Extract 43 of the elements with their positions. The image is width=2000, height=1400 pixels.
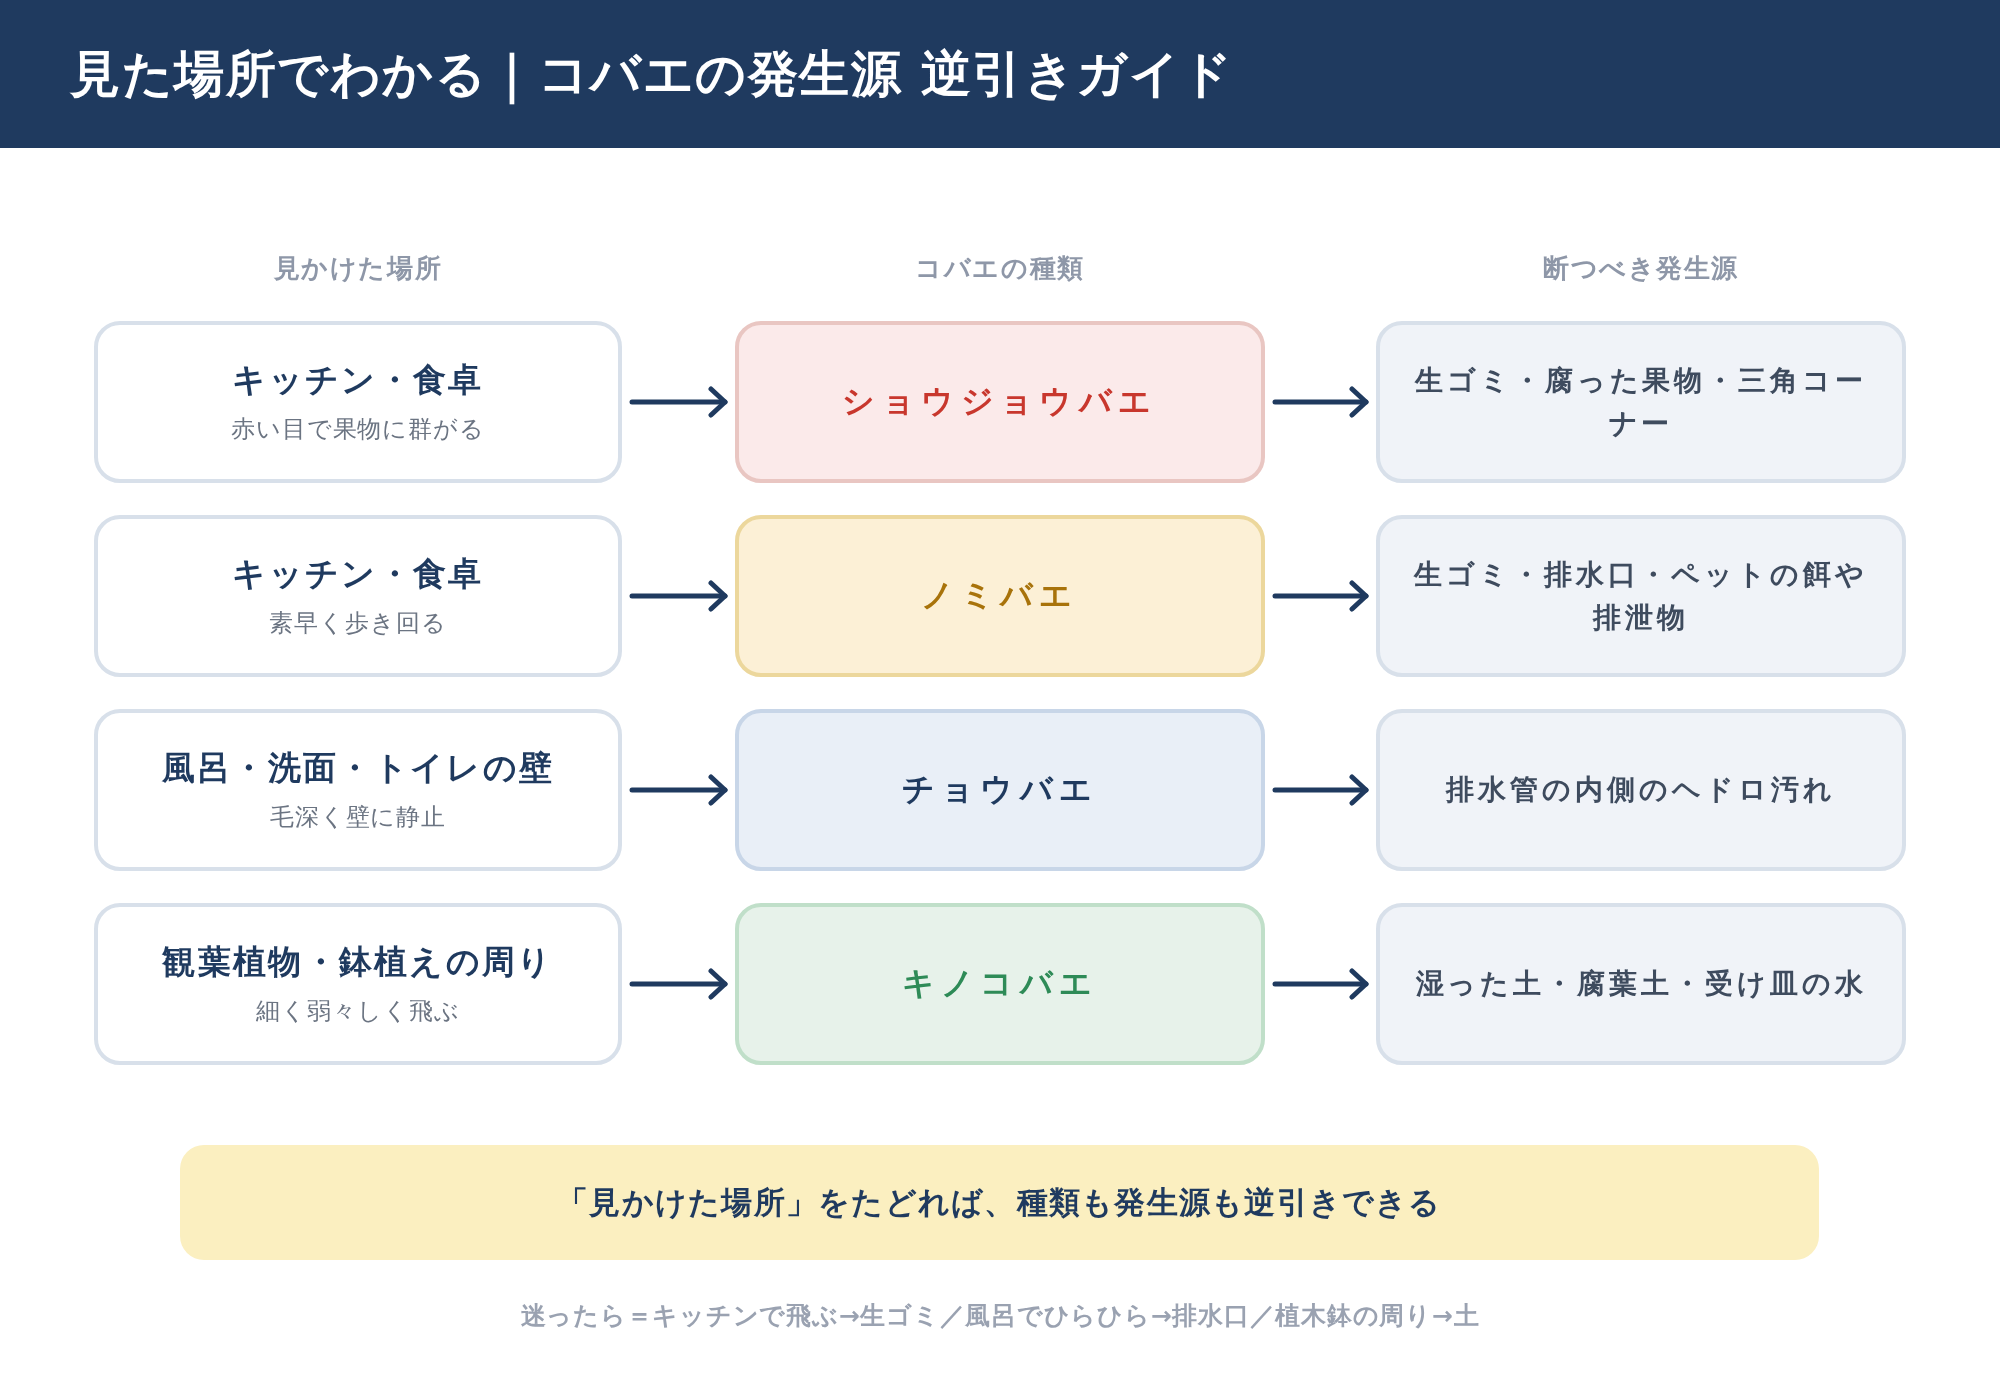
arrow [629, 774, 728, 806]
place-card [94, 709, 622, 871]
arrow [629, 580, 728, 612]
species-name: ショウジョウバエ [842, 381, 1158, 423]
arrow [1272, 774, 1369, 806]
place-name: 観葉植物・鉢植えの周り [162, 940, 554, 983]
species-card [735, 515, 1265, 677]
source-text: 生ゴミ・腐った果物・三角コーナー [1413, 362, 1868, 442]
column-heading: コバエの種類 [914, 252, 1086, 285]
source-card [1376, 515, 1906, 677]
page-title: 見た場所でわかる｜コバエの発生源 逆引きガイド [70, 44, 1234, 104]
species-card [735, 709, 1265, 871]
column-heading: 見かけた場所 [272, 252, 444, 285]
source-text: 湿った土・腐葉土・受け皿の水 [1415, 966, 1867, 1003]
place-name: キッチン・食卓 [232, 552, 484, 595]
source-text: 排水管の内側のヘドロ汚れ [1446, 772, 1836, 809]
footnote: 迷ったら＝キッチンで飛ぶ→生ゴミ／風呂でひらひら→排水口／植木鉢の周り→土 [519, 1300, 1481, 1332]
summary-banner [180, 1145, 1819, 1260]
species-name: ノミバエ [921, 575, 1079, 617]
arrow [1272, 968, 1369, 1000]
place-card [94, 515, 622, 677]
source-card [1376, 321, 1906, 483]
arrow [1272, 580, 1369, 612]
arrow [629, 968, 728, 1000]
column-heading: 断つべき発生源 [1542, 252, 1740, 285]
summary-text: 「見かけた場所」をたどれば、種類も発生源も逆引きできる [557, 1182, 1442, 1222]
source-card [1376, 903, 1906, 1065]
species-name: キノコバエ [901, 963, 1099, 1005]
source-text: 生ゴミ・排水口・ペットの餌や排泄物 [1412, 556, 1869, 636]
place-name: 風呂・洗面・トイレの壁 [161, 746, 555, 789]
behavior-note: 細く弱々しく飛ぶ [256, 995, 460, 1027]
species-card [735, 321, 1265, 483]
behavior-note: 素早く歩き回る [269, 607, 447, 639]
place-name: キッチン・食卓 [232, 358, 484, 401]
species-card [735, 903, 1265, 1065]
behavior-note: 赤い目で果物に群がる [230, 413, 486, 445]
behavior-note: 毛深く壁に静止 [269, 801, 447, 833]
species-name: チョウバエ [901, 769, 1099, 811]
place-card [94, 321, 622, 483]
source-card [1376, 709, 1906, 871]
place-card [94, 903, 622, 1065]
arrow [629, 386, 728, 418]
arrow [1272, 386, 1369, 418]
